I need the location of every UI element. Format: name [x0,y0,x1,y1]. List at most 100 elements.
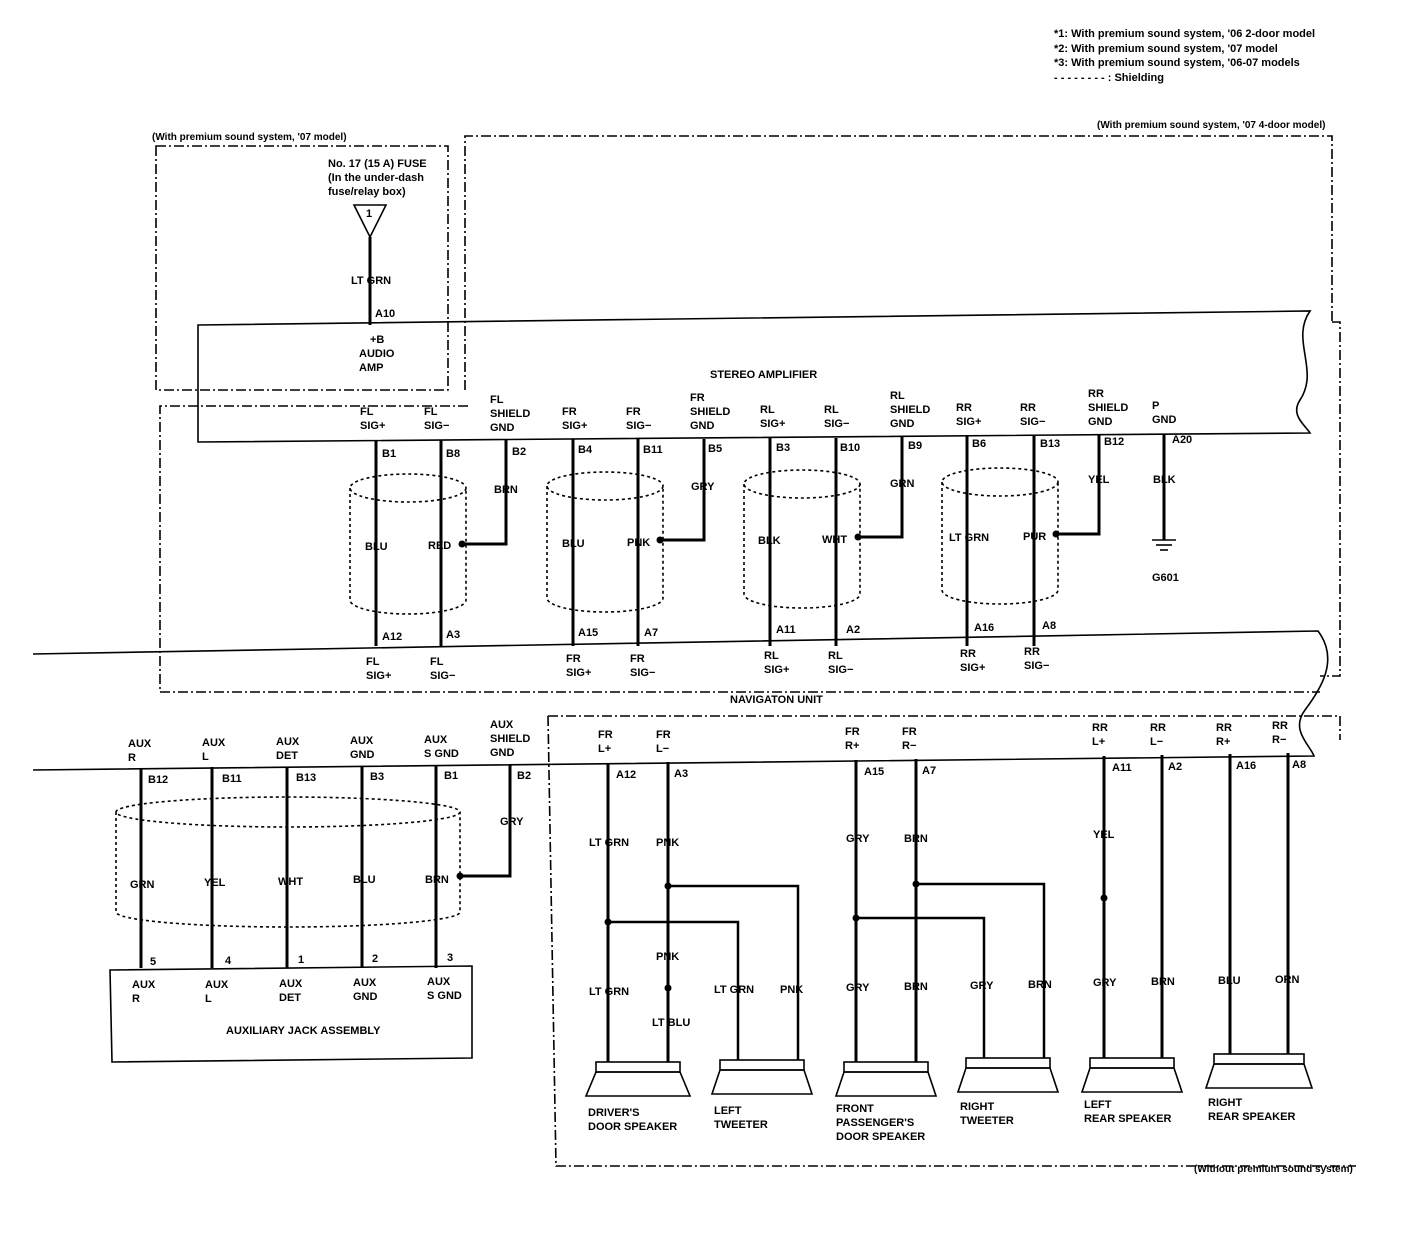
amp-pin-b13: B13 [1040,438,1060,450]
wire-aux-shield [460,764,512,878]
wire-color-label: YEL [204,877,226,889]
amplifier-terminal-labels: FL SIG+ FL SIG− FL SHIELD GND FR SIG+ FR… [360,388,1177,434]
amp-term-fr-shield-l2: SHIELD [690,406,730,418]
region-boundaries: (With premium sound system, '07 model) (… [152,120,1356,1175]
splice-dot [1100,894,1108,902]
wire-color-label: GRY [691,481,715,493]
speaker-cone [834,1071,938,1097]
wire-color-label: BRN [425,874,449,886]
wire-color-label: LT BLU [652,1017,690,1029]
spk-term-l1: FR [598,729,613,741]
jack-pin: 1 [298,954,304,966]
nav-mid-l2: SIG+ [566,667,591,679]
wire-color-label: BRN [1151,976,1175,988]
fuse-wire-color: LT GRN [351,275,391,287]
wire-color-label: BRN [904,833,928,845]
speaker-name-l1: RIGHT [960,1101,995,1113]
speakers: DRIVER'S DOOR SPEAKER LEFT TWEETER FRONT… [584,1053,1314,1143]
navigation-title: NAVIGATON UNIT [730,694,823,706]
shield-top [743,469,861,499]
aux-term-l2: R [128,752,136,764]
amp-power-label-1: +B [370,334,384,346]
fuse-group: No. 17 (15 A) FUSE (In the under-dash fu… [328,158,427,325]
aux-jack-pins: 5 4 1 2 3 [150,952,453,968]
aux-pin: B3 [370,771,384,783]
nav-aux-labels: AUX R AUX L AUX DET AUX GND AUX S GND AU… [128,719,530,764]
wire-color-label: BLU [562,538,585,550]
splice-dot [852,914,860,922]
spk-term-l1: RR [1216,722,1232,734]
region-label-without-premium: (Without premium sound system) [1194,1164,1353,1175]
wire-color-label: YEL [1093,829,1115,841]
amplifier-title: STEREO AMPLIFIER [710,369,817,381]
shield-top [349,473,467,503]
nav-mid-l1: FR [630,653,645,665]
speaker-name-l2: REAR SPEAKER [1084,1113,1171,1125]
jack-label-l1: AUX [427,976,451,988]
nav-pin: A15 [578,627,598,639]
wire-color-label: BLU [1218,975,1241,987]
spk-term-l1: RR [1150,722,1166,734]
wire-color-label: BLK [758,535,781,547]
speaker-name-l2: TWEETER [714,1119,768,1131]
amp-term-fl-shield-l2: SHIELD [490,408,530,420]
amp-term-rl-sigp-l1: RL [760,404,775,416]
speaker-magnet [1089,1057,1175,1069]
spk-pin: A8 [1292,759,1306,771]
aux-term-l1: AUX [276,736,300,748]
note-3: *3: With premium sound system, '06-07 mo… [1054,57,1300,69]
aux-wires [115,764,512,968]
nav-mid-l1: FR [566,653,581,665]
amp-term-rr-sign-l1: RR [1020,402,1036,414]
speaker-magnet [1213,1053,1305,1065]
speaker-name-l2: PASSENGER'S [836,1117,914,1129]
amp-term-pgnd-l1: P [1152,400,1159,412]
wire-color-label: PNK [656,951,679,963]
aux-pin: B11 [222,773,242,785]
jack-label-l1: AUX [205,979,229,991]
amp-term-rl-shield-l2: SHIELD [890,404,930,416]
spk-term-l2: L+ [598,743,611,755]
speaker-name-l1: LEFT [714,1105,742,1117]
speaker-magnet [719,1059,805,1071]
spk-pin: A3 [674,768,688,780]
wire-tweeter-rp [856,916,986,1058]
nav-mid-l2: SIG− [828,664,853,676]
speaker-upper-colors: LT GRN PNK GRY BRN YEL [589,829,1115,849]
aux-term-l1: AUX [128,738,152,750]
speaker-name-l1: RIGHT [1208,1097,1243,1109]
wire-color-label: ORN [1275,974,1300,986]
amp-term-fl-sign-l2: SIG− [424,420,449,432]
amp-term-rr-sigp-l1: RR [956,402,972,414]
amp-pin-a20: A20 [1172,434,1192,446]
spk-pin: A7 [922,765,936,777]
wire-color-label: BLU [353,874,376,886]
jack-label-l1: AUX [353,977,377,989]
note-shielding: - - - - - - - - : Shielding [1054,72,1164,84]
front-passenger-door-speaker: FRONT PASSENGER'S DOOR SPEAKER [834,1061,938,1143]
legend-notes: *1: With premium sound system, '06 2-doo… [1054,28,1315,84]
spk-term-l1: FR [845,726,860,738]
region-label-premium-07: (With premium sound system, '07 model) [152,132,347,143]
left-tweeter: LEFT TWEETER [710,1059,814,1131]
wire-color-label: GRN [130,879,155,891]
wire-color-label: GRY [1093,977,1117,989]
spk-term-l1: FR [656,729,671,741]
wire-color-label: BRN [904,981,928,993]
speaker-cone [1080,1067,1184,1093]
spk-term-l2: R+ [1216,736,1230,748]
jack-label-l2: R [132,993,140,1005]
wire-color-label: PNK [656,837,679,849]
jack-label-l2: L [205,993,212,1005]
amp-term-fl-shield-l3: GND [490,422,515,434]
wire-fr-shield [660,439,706,542]
speaker-magnet [843,1061,929,1073]
region-without-premium-top [548,715,1341,740]
aux-term-l2: S GND [424,748,459,760]
amp-wire-colors: BLU RED BRN BLU PNK GRY BLK WHT GRN LT G… [365,474,1176,553]
amp-term-fr-shield-l1: FR [690,392,705,404]
speaker-name-l1: DRIVER'S [588,1107,640,1119]
nav-pin: A12 [382,631,402,643]
speaker-cone [710,1069,814,1095]
wire-color-label: GRN [890,478,915,490]
